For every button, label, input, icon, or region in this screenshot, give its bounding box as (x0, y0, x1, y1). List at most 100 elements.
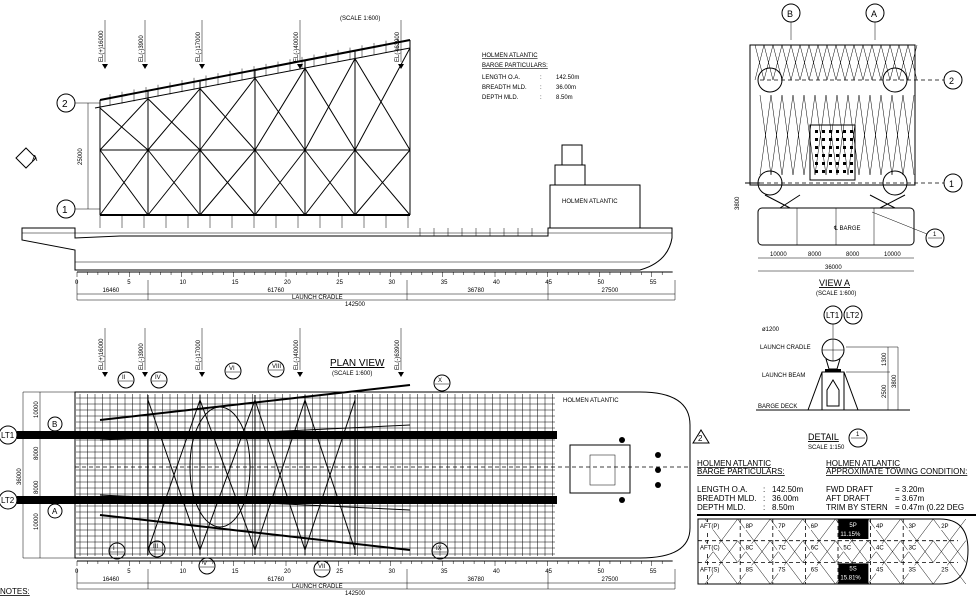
panel-node (815, 162, 818, 165)
jacket-leg-circle (882, 170, 908, 196)
panel-node (829, 130, 832, 133)
brace (781, 44, 792, 81)
marker-arrow-icon (142, 64, 148, 69)
particulars-subtitle: BARGE PARTICULARS: (482, 63, 548, 69)
tank-diag (704, 540, 738, 585)
towing-right-title: HOLMEN ATLANTIC (826, 459, 900, 468)
detail-pipe-label: ø1200 (762, 327, 780, 333)
particulars-sep: : (540, 75, 542, 81)
brace (847, 94, 860, 176)
detail-title: DETAIL (808, 432, 839, 442)
view-a: B A 2 1 ℄ BARGE 3800 1 10000 8000 8000 1… (735, 3, 963, 297)
elevation-marker: EL(+)16000 (99, 338, 105, 370)
tank-label: 6S (811, 567, 818, 573)
jacket-brace (147, 98, 201, 151)
plan-brace (254, 399, 306, 551)
tank-plan-outline (697, 518, 969, 585)
detail-ref-label: 1 (933, 232, 937, 238)
scale-tick-label: 30 (389, 280, 396, 286)
tank-label: 2S (941, 567, 948, 573)
bollard-icon (619, 497, 625, 503)
towing-left-value: 142.50m (772, 485, 803, 494)
section-callout (117, 371, 135, 389)
deck-house (569, 444, 631, 494)
towing-left-sep: : (763, 494, 765, 503)
section-callout-label: I (113, 546, 115, 552)
towing-left-label: DEPTH MLD. (697, 503, 745, 512)
brace (814, 94, 827, 176)
bollard-icon (619, 437, 625, 443)
elevation-marker: EL(-)17000 (196, 31, 202, 62)
detail-callout-lt1: LT1 (826, 311, 840, 320)
elevation-marker: EL(+)16000 (99, 30, 105, 62)
panel-node (822, 170, 825, 173)
tank-diag (704, 518, 738, 563)
detail-view: LT1 LT2 ø1200 LAUNCH CRADLE LAUNCH BEAM … (756, 305, 910, 451)
deck-house-inner (589, 454, 616, 486)
tank-label-bg (940, 565, 951, 574)
section-callout (198, 557, 216, 575)
jacket-brace (354, 47, 411, 151)
callout-a-label: A (871, 9, 877, 19)
scale-tick-label: 5 (127, 569, 131, 575)
cradle-supports (764, 194, 906, 209)
scale-tick-label: 40 (493, 280, 500, 286)
section-callout-label: IX (436, 546, 442, 552)
tank-diag (802, 518, 836, 563)
panel-node (836, 146, 839, 149)
brace (836, 94, 849, 176)
panel-node (829, 138, 832, 141)
towing-left-label: BREADTH MLD. (697, 494, 757, 503)
view-a-total: 36000 (825, 265, 842, 271)
marker-arrow-icon (102, 64, 108, 69)
section-callout-label: X (438, 378, 442, 384)
scale-tick-label: 55 (650, 280, 657, 286)
detail-dim-total: 3800 (892, 374, 898, 388)
callout-lt2 (843, 305, 863, 325)
tank-diag (737, 540, 771, 585)
panel-node (815, 138, 818, 141)
elevation-scale: (SCALE 1:600) (340, 16, 380, 22)
tank-label-bg (699, 543, 719, 552)
brace (862, 44, 873, 81)
tank-diag (933, 540, 966, 585)
tank-label: 7C (778, 546, 786, 552)
launch-cradle-label: LAUNCH CRADLE (292, 584, 343, 590)
scale-tick-label: 25 (336, 569, 343, 575)
plan-title: PLAN VIEW (330, 358, 385, 369)
plan-brace (304, 399, 356, 551)
particulars-value: 36.00m (556, 85, 576, 91)
dim-label: 61760 (268, 577, 285, 583)
brace (902, 94, 915, 176)
tank-label-bg (875, 565, 885, 574)
dim-label: 36780 (468, 577, 485, 583)
tank-label: 4P (876, 524, 883, 530)
tank-label-bg (699, 522, 719, 530)
callout-1-label: 1 (62, 205, 68, 216)
tank-diag (770, 518, 803, 563)
panel-node (850, 138, 853, 141)
jacket-brace (354, 149, 411, 216)
panel-node (815, 146, 818, 149)
lt2-circle (0, 490, 18, 510)
jacket-brace (99, 107, 149, 151)
plan-lt1: LT1 (1, 431, 15, 440)
particulars-block: HOLMEN ATLANTIC BARGE PARTICULARS: LENGT… (482, 53, 579, 101)
towing-left-sep: : (763, 503, 765, 512)
view-a-height: 3800 (735, 196, 741, 210)
tank-filled (838, 519, 869, 539)
panel-node (829, 146, 832, 149)
bollard-icon (655, 452, 661, 458)
panel-node (815, 130, 818, 133)
elevation-barge-name: HOLMEN ATLANTIC (562, 199, 618, 205)
brace (826, 44, 837, 81)
scale-tick-label: 10 (180, 280, 187, 286)
marker-arrow-icon (398, 372, 404, 377)
tank-label-bg (907, 543, 918, 552)
tank-label: 3S (909, 567, 916, 573)
detail-cradle-label: LAUNCH CRADLE (760, 345, 811, 351)
bollard-icon (655, 467, 661, 473)
tank-diag (737, 518, 771, 563)
